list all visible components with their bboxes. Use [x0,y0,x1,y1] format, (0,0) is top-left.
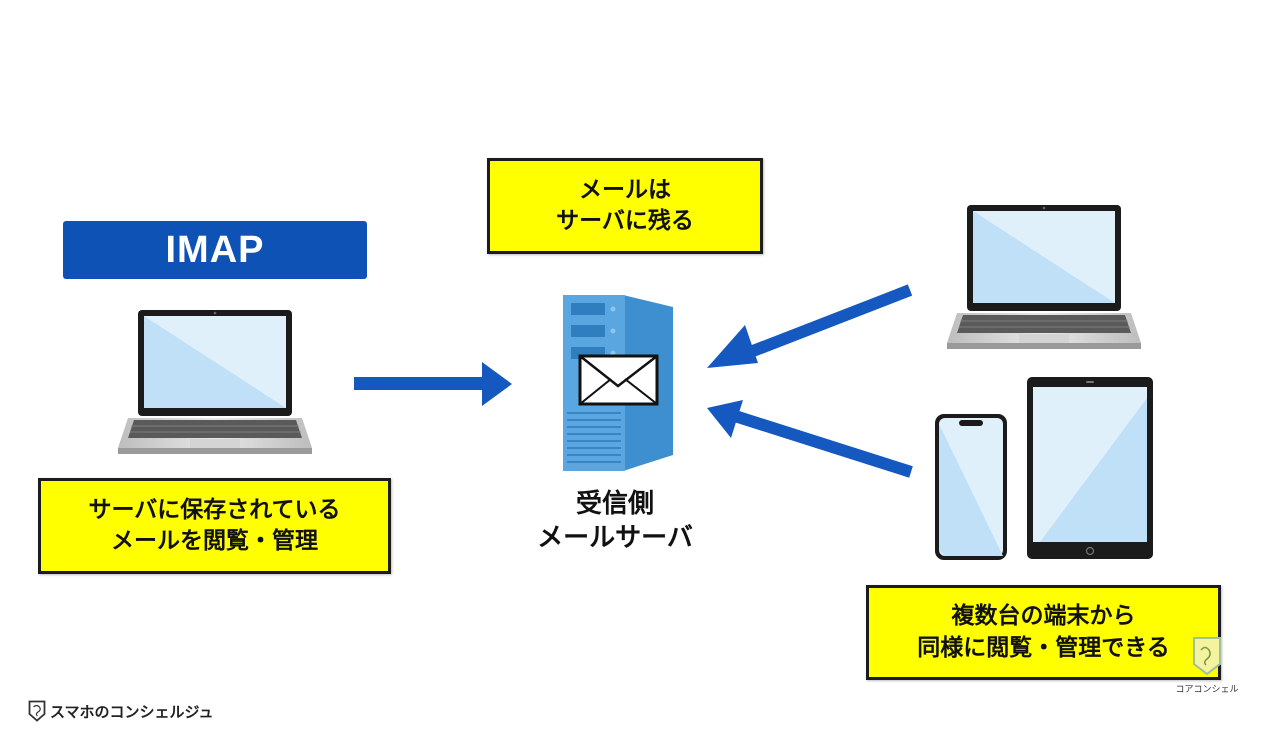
server-label-line: メールサーバ [537,522,693,553]
note-mail-stays-on-server: メールは サーバに残る [487,158,763,254]
note-line: メールは [579,176,671,203]
note-multiple-devices: 複数台の端末から 同様に閲覧・管理できる [866,585,1221,680]
envelope-icon [578,354,659,406]
note-line: 同様に閲覧・管理できる [917,634,1170,661]
note-line: サーバに残る [556,208,694,234]
arrow-left-upper-icon [705,280,915,370]
tablet-icon [1026,376,1154,560]
laptop-icon [947,203,1141,353]
corner-logo-name: コアコンシェル [1175,685,1239,695]
footer-brand-name: スマホのコンシェルジュ [50,702,214,721]
note-view-server-mail: サーバに保存されている メールを閲覧・管理 [38,478,391,574]
note-line: 複数台の端末から [951,603,1136,630]
note-line: メールを閲覧・管理 [111,528,318,554]
protocol-badge-label: IMAP [165,228,265,271]
footer-brand: スマホのコンシェルジュ [28,699,214,723]
arrow-right-icon [354,362,514,406]
smartphone-icon [934,413,1008,561]
note-line: サーバに保存されている [88,496,341,523]
laptop-icon [118,308,312,458]
shield-logo-icon [1193,637,1221,676]
server-label: 受信側 メールサーバ [505,488,725,556]
mail-server-icon [561,293,673,473]
server-label-line: 受信側 [575,489,654,519]
shield-logo-icon [28,700,46,722]
corner-watermark-logo: コアコンシェル [1175,636,1239,698]
protocol-badge: IMAP [63,221,367,279]
arrow-left-lower-icon [705,400,915,480]
